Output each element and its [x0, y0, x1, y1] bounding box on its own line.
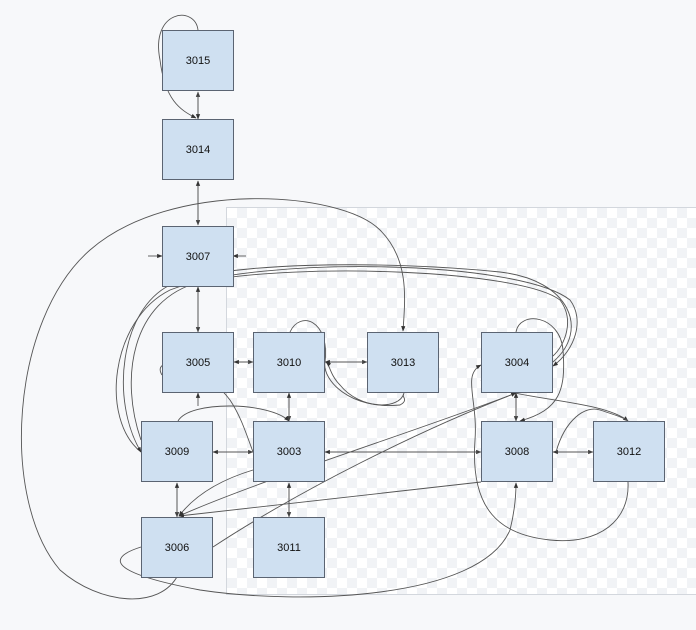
node-3008[interactable]: 3008 [481, 421, 553, 482]
node-3011[interactable]: 3011 [253, 517, 325, 578]
node-3004[interactable]: 3004 [481, 332, 553, 393]
edge-3004-3009-arc-b [122, 264, 572, 453]
node-3006[interactable]: 3006 [141, 517, 213, 578]
edge-3004-self [515, 318, 565, 422]
node-3003[interactable]: 3003 [253, 421, 325, 482]
node-3013[interactable]: 3013 [367, 332, 439, 393]
node-3015[interactable]: 3015 [162, 30, 234, 91]
edge-3012-3008-curve [471, 364, 629, 542]
edge-3003-3006 [178, 469, 254, 517]
edge-3010-self [289, 320, 406, 406]
edge-3006-3004 [212, 392, 517, 548]
edge-3006-3008-bottom [120, 482, 519, 598]
edge-3008-3012-curve [555, 408, 629, 453]
edge-3013-3010-curve [325, 361, 405, 406]
node-3009[interactable]: 3009 [141, 421, 213, 482]
edge-3009-3003-arc [177, 405, 290, 422]
edge-3006-outer-loop [21, 198, 406, 600]
node-3005[interactable]: 3005 [162, 332, 234, 393]
edge-3008-3006 [178, 481, 482, 518]
node-3010[interactable]: 3010 [253, 332, 325, 393]
edge-3004-3006-a [178, 392, 517, 517]
node-3014[interactable]: 3014 [162, 119, 234, 180]
node-3012[interactable]: 3012 [593, 421, 665, 482]
edge-3009-3004-arc-c [130, 270, 568, 441]
edge-3009-3004-arc-a [115, 266, 578, 453]
edge-3015-self [158, 15, 199, 119]
node-3007[interactable]: 3007 [162, 226, 234, 287]
